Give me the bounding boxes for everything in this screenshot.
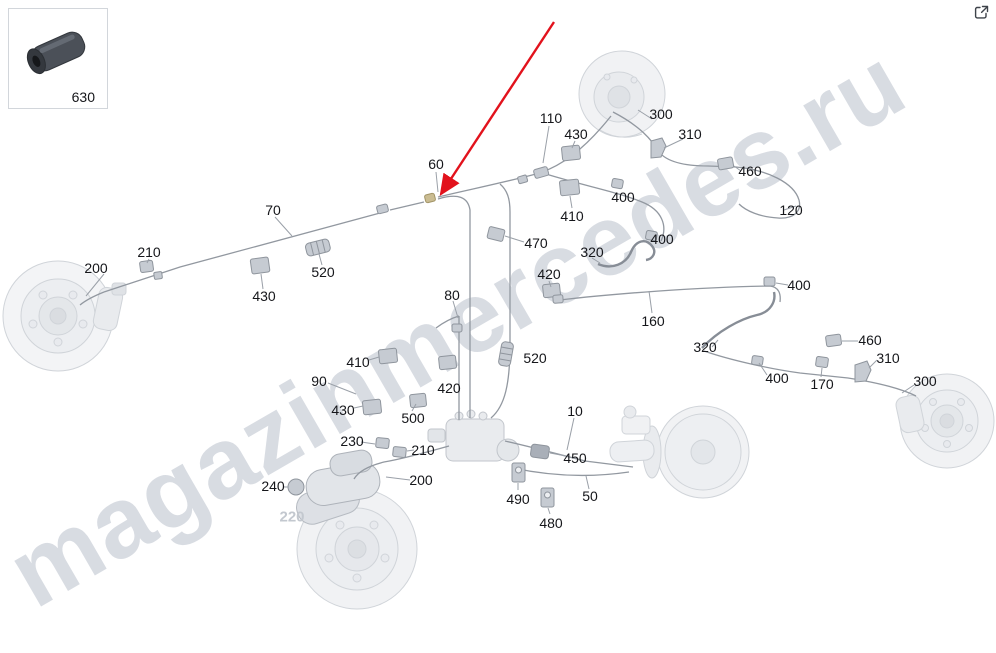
connector-part-icon bbox=[825, 333, 842, 348]
brake-hose-320-top bbox=[597, 240, 656, 268]
clip-part-icon bbox=[375, 437, 390, 450]
clip-part-icon bbox=[139, 259, 155, 274]
clip-part-icon bbox=[751, 355, 764, 367]
clip-part-icon bbox=[815, 355, 829, 369]
brake-pipe-path bbox=[512, 467, 630, 476]
brake-pipe-path bbox=[79, 291, 105, 306]
connector-part-icon bbox=[362, 398, 382, 416]
fitting-icon bbox=[552, 294, 564, 304]
grommet-630-icon bbox=[26, 31, 86, 75]
brake-pipe-path bbox=[389, 201, 425, 211]
abs-hydraulic-unit bbox=[427, 409, 520, 462]
brake-caliper-assembly bbox=[305, 449, 381, 506]
union-fitting-icon bbox=[424, 192, 436, 204]
fitting-icon bbox=[451, 323, 463, 333]
clip-part-icon bbox=[645, 230, 658, 242]
clip-part-icon bbox=[392, 446, 407, 459]
brake-backing-plate-rear-right bbox=[578, 50, 666, 138]
bracket-part-icon bbox=[650, 137, 667, 159]
connector-part-icon bbox=[378, 347, 398, 365]
brake-hose-320-right bbox=[701, 291, 776, 349]
fitting-icon bbox=[517, 174, 529, 185]
connector-part-icon bbox=[717, 156, 735, 171]
legend-box: 630 bbox=[8, 8, 108, 109]
connector-part-icon bbox=[249, 256, 271, 275]
external-link-icon[interactable] bbox=[974, 5, 990, 21]
brake-disc-rear-right bbox=[895, 373, 995, 469]
connector-part-icon bbox=[486, 226, 506, 242]
grommet-part-icon bbox=[530, 443, 550, 460]
brake-pipe-path bbox=[504, 440, 634, 468]
fitting-icon bbox=[376, 203, 389, 215]
plate-part-icon bbox=[540, 487, 555, 508]
legend-part-number: 630 bbox=[71, 89, 95, 105]
connector-part-icon bbox=[561, 144, 581, 162]
brake-pipe-path bbox=[353, 445, 450, 480]
brake-disc-front-bottom bbox=[296, 470, 418, 610]
brake-booster bbox=[609, 405, 750, 499]
coil-spring-icon bbox=[305, 238, 331, 257]
small-parts bbox=[139, 137, 872, 508]
brake-pipe-path bbox=[559, 285, 781, 303]
clip-part-icon bbox=[153, 271, 163, 280]
leader-lines bbox=[85, 109, 915, 515]
connector-part-icon bbox=[542, 282, 561, 299]
bracket-part-icon bbox=[854, 360, 872, 383]
bushing-part-icon bbox=[287, 478, 305, 496]
fitting-icon bbox=[533, 166, 550, 179]
connector-part-icon bbox=[409, 392, 427, 409]
brake-disc-front-left bbox=[2, 260, 127, 372]
clip-part-icon bbox=[611, 178, 624, 190]
pointer-arrow bbox=[439, 21, 556, 197]
connector-part-icon bbox=[559, 178, 581, 197]
brake-pipe-path bbox=[103, 212, 381, 293]
clip-part-icon bbox=[763, 276, 776, 287]
brake-pipe-path bbox=[437, 195, 471, 418]
brake-pipe-path bbox=[703, 350, 917, 397]
brake-pipes bbox=[79, 111, 917, 480]
plate-part-icon bbox=[511, 462, 526, 483]
connector-part-icon bbox=[438, 354, 457, 371]
coil-spring-icon bbox=[498, 341, 514, 367]
